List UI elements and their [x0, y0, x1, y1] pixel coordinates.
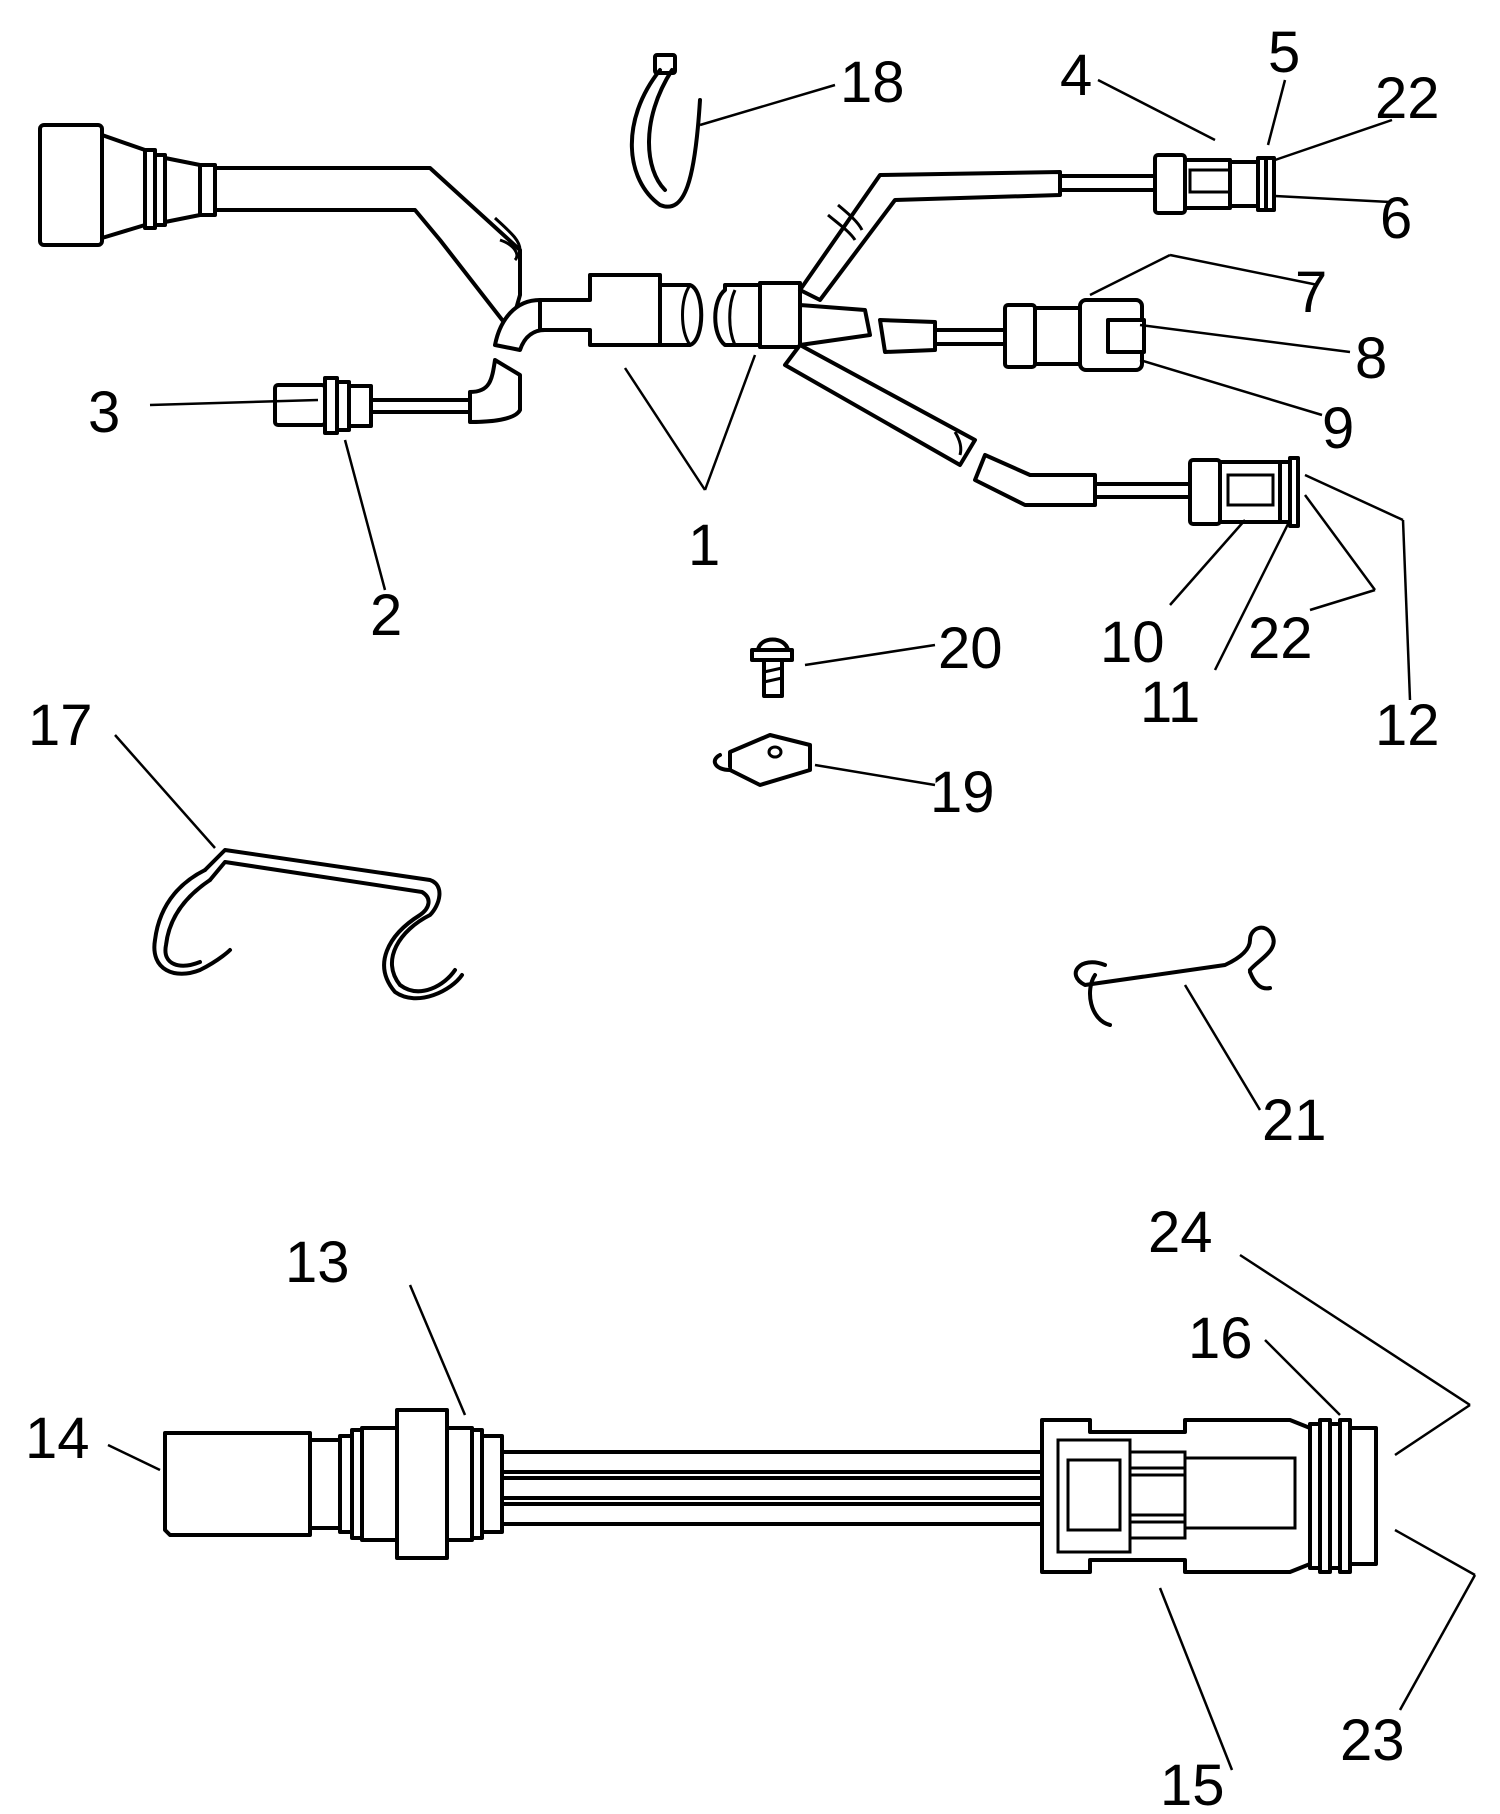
callout-17: 17	[28, 693, 93, 758]
callout-7: 7	[1295, 260, 1327, 325]
callout-24: 24	[1148, 1200, 1213, 1265]
main-connector-plug	[38, 123, 217, 247]
callout-15: 15	[1160, 1753, 1225, 1814]
callout-16: 16	[1188, 1306, 1253, 1371]
callout-14: 14	[25, 1406, 90, 1471]
callout-9: 9	[1322, 396, 1354, 461]
callout-23: 23	[1340, 1708, 1405, 1773]
callout-2: 2	[370, 583, 402, 648]
wiring-harness	[38, 123, 1300, 528]
callout-19: 19	[930, 760, 995, 825]
connector-assembly-13	[163, 1408, 1378, 1574]
callout-13: 13	[285, 1230, 350, 1295]
callout-8: 8	[1355, 326, 1387, 391]
callout-5: 5	[1268, 20, 1300, 85]
callout-22-top: 22	[1375, 66, 1440, 131]
cable-tie-18	[629, 53, 702, 209]
screw-20	[750, 637, 794, 698]
connector-7	[1003, 298, 1146, 372]
callout-18: 18	[840, 50, 905, 115]
callout-20: 20	[938, 616, 1003, 681]
connector-3	[273, 376, 373, 435]
connector-4	[1153, 153, 1276, 215]
callout-22-mid: 22	[1248, 606, 1313, 671]
wire-clip-17	[152, 848, 464, 1001]
callout-6: 6	[1380, 186, 1412, 251]
connector-10	[1188, 456, 1300, 528]
leader-lines	[107, 78, 1477, 1771]
callout-3: 3	[88, 380, 120, 445]
callout-4: 4	[1060, 43, 1092, 108]
clamp-19	[712, 733, 812, 787]
callout-21: 21	[1262, 1088, 1327, 1153]
junction-sleeve-left	[538, 273, 704, 347]
callout-labels: 18 4 5 22 6 7 8 3 9 1 2 10 22 20 11 12 1…	[25, 20, 1440, 1814]
callout-12: 12	[1375, 693, 1440, 758]
wire-clip-21	[1073, 925, 1276, 1027]
junction-sleeve-right	[713, 281, 802, 349]
callout-10: 10	[1100, 610, 1165, 675]
callout-11: 11	[1140, 670, 1200, 735]
callout-1: 1	[688, 513, 720, 578]
